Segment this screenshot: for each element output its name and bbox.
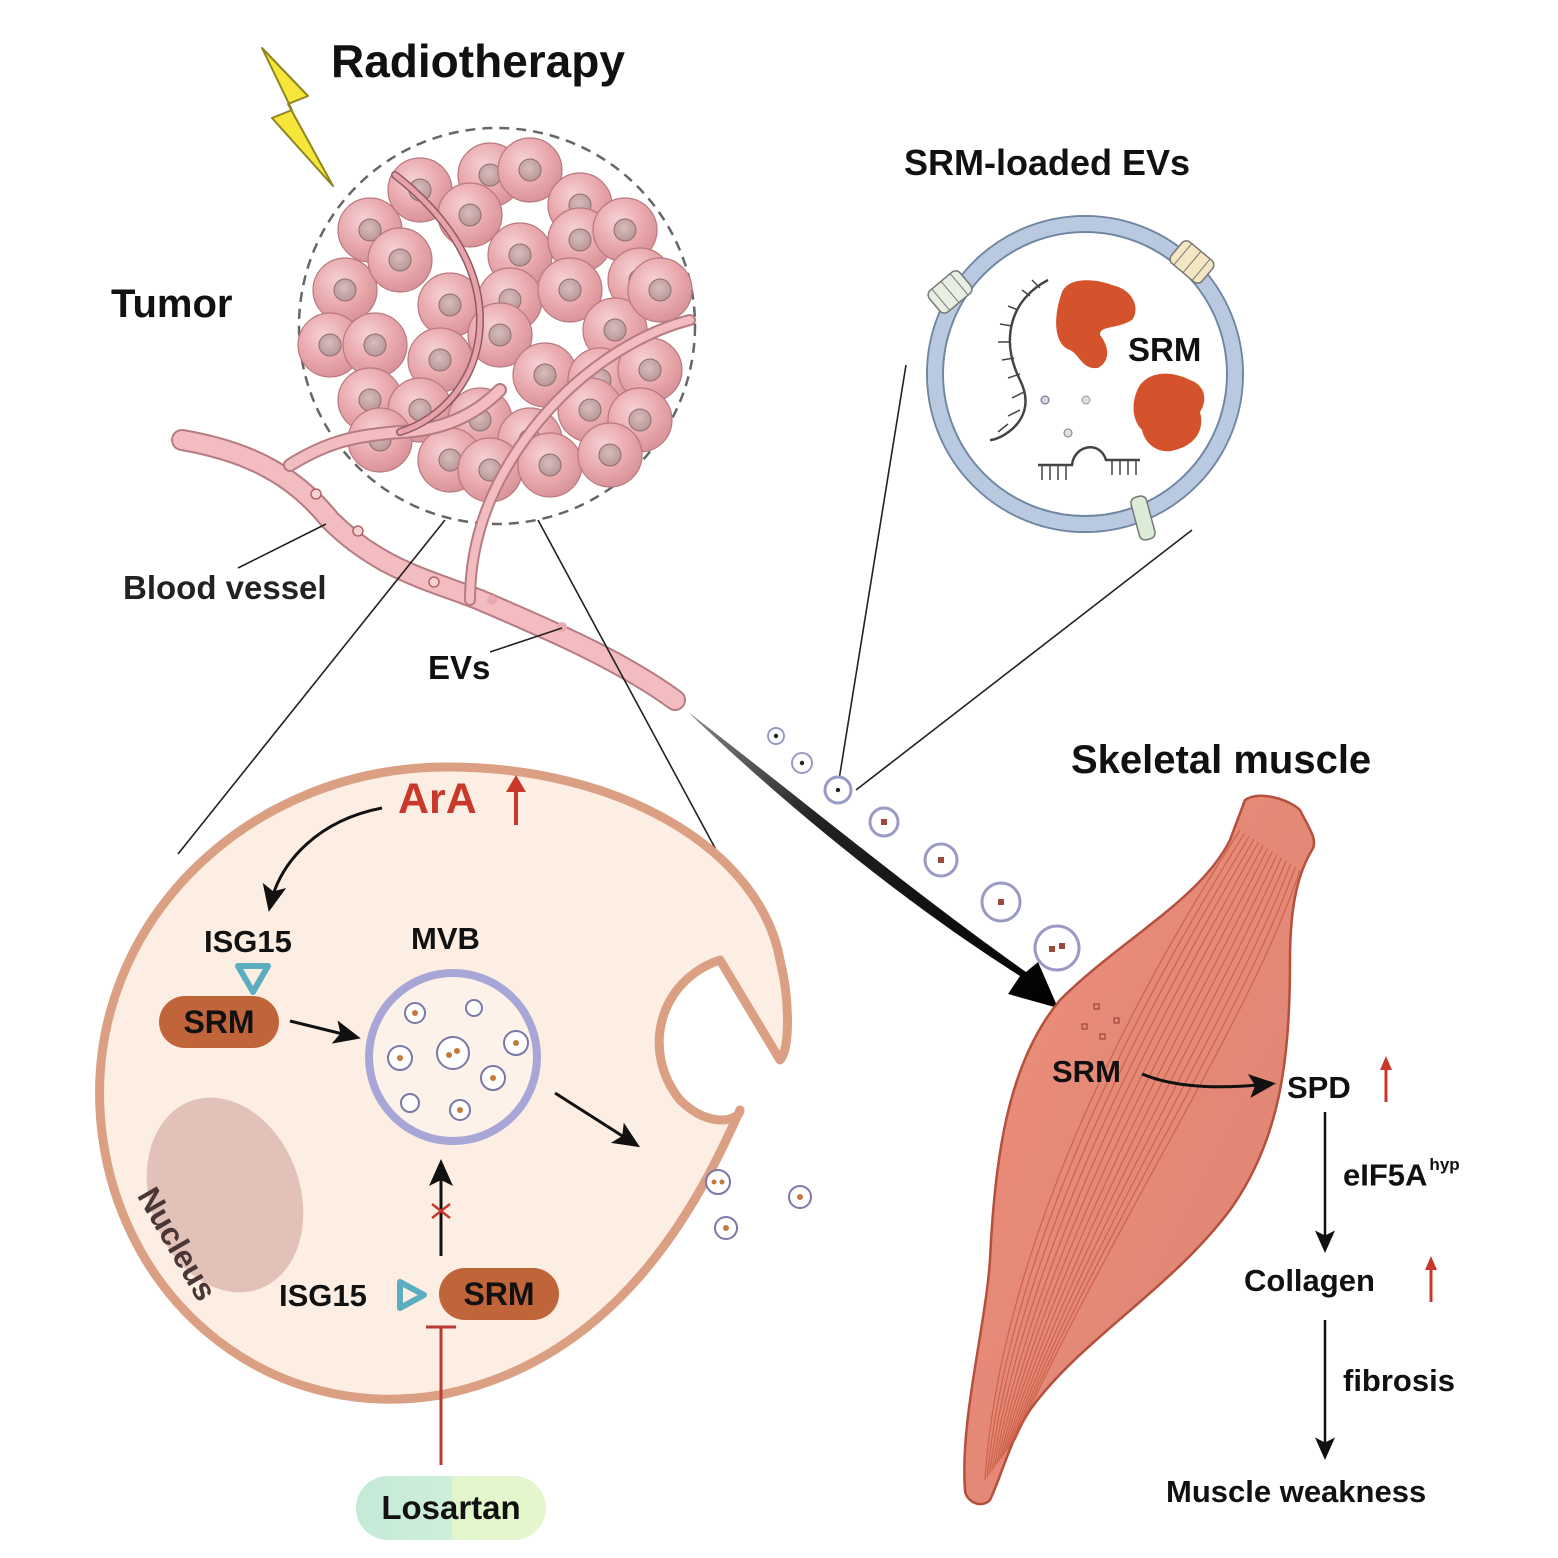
ara-to-isg15-arrow — [262, 806, 383, 912]
leader-lines — [177, 364, 1193, 886]
tumor-cell-icon — [497, 137, 563, 203]
label-ev-srm: SRM — [1128, 331, 1202, 368]
nucleus — [146, 1097, 304, 1293]
eif5a-superscript: hyp — [1429, 1155, 1460, 1174]
label-collagen: Collagen — [1244, 1263, 1375, 1298]
label-isg15-bottom: ISG15 — [279, 1278, 367, 1313]
blood-vessel — [171, 171, 696, 711]
intraluminal-vesicle-icon — [503, 1030, 529, 1056]
tumor-cell-icon — [417, 272, 483, 338]
tumor-cell-icon — [627, 257, 693, 323]
tumor-cell-icon — [617, 337, 683, 403]
skeletal-muscle — [963, 794, 1316, 1506]
blocked-x-icon — [431, 1203, 451, 1219]
tumor-cell-icon — [312, 257, 378, 323]
tumor-cell-icon — [577, 422, 643, 488]
tumor-cell-icon — [537, 257, 603, 323]
released-ev-icon — [788, 1185, 812, 1209]
intraluminal-vesicle-icon — [465, 999, 483, 1017]
isg15-triangle-icon — [397, 1279, 427, 1311]
released-ev-icon — [705, 1169, 731, 1195]
isg15-triangle-icon — [235, 963, 271, 995]
intraluminal-vesicle-icon — [387, 1045, 413, 1071]
tumor-cell-icon — [437, 182, 503, 248]
losartan-badge: Losartan — [356, 1476, 546, 1540]
label-mvb: MVB — [411, 921, 480, 956]
membrane-protein-icon — [1130, 495, 1156, 541]
eif5a-text: eIF5A — [1343, 1157, 1428, 1193]
srm-pill-top: SRM — [159, 996, 279, 1048]
intraluminal-vesicle-icon — [480, 1065, 506, 1091]
ev-vesicle-icon — [1033, 924, 1081, 972]
lightning-icon — [261, 47, 334, 187]
ev-vesicle-icon — [823, 775, 853, 805]
srm-protein-icon — [1056, 280, 1136, 369]
srm-pill-bottom: SRM — [439, 1268, 559, 1320]
tumor-cell-icon — [342, 312, 408, 378]
label-evs: EVs — [428, 649, 491, 686]
tumor-cell-icon — [297, 312, 363, 378]
membrane-protein-icon — [927, 270, 973, 314]
tumor-cell-cluster — [297, 137, 693, 503]
rna-hairpin-icon — [1038, 446, 1140, 467]
losartan-inhibition-line — [426, 1325, 456, 1465]
membrane-protein-icon — [1169, 240, 1215, 284]
transport-arrow — [688, 712, 1058, 1008]
srm-protein-icon — [1133, 373, 1205, 452]
ev-vesicle-icon — [767, 727, 785, 745]
intraluminal-vesicle-icon — [449, 1099, 471, 1121]
traveling-evs — [767, 727, 1081, 972]
spd-up-arrow-icon — [1380, 1056, 1392, 1102]
label-skeletal-muscle: Skeletal muscle — [1071, 738, 1372, 782]
label-ara: ArA — [398, 775, 477, 823]
label-muscle-srm: SRM — [1052, 1054, 1121, 1089]
label-muscle-weakness: Muscle weakness — [1166, 1474, 1427, 1509]
collagen-up-arrow-icon — [1425, 1256, 1437, 1302]
ara-up-arrow-icon — [506, 775, 526, 825]
label-fibrosis: fibrosis — [1343, 1363, 1455, 1398]
intraluminal-vesicle-icon — [436, 1036, 470, 1070]
ev-vesicle-icon — [980, 881, 1022, 923]
rna-strand-icon — [989, 278, 1049, 442]
label-blood-vessel: Blood vessel — [123, 569, 327, 606]
intraluminal-vesicle-icon — [400, 1093, 420, 1113]
srm-to-spd-arrow — [1141, 1072, 1276, 1099]
label-spd: SPD — [1287, 1070, 1351, 1105]
tumor-cell-icon — [367, 227, 433, 293]
intraluminal-vesicle-icon — [404, 1002, 426, 1024]
tumor-cell-icon — [592, 197, 658, 263]
ev-vesicle-icon — [868, 806, 900, 838]
ev-vesicle-icon — [791, 752, 813, 774]
title-radiotherapy: Radiotherapy — [331, 35, 625, 87]
released-ev-icon — [714, 1216, 738, 1240]
srm-loaded-ev — [926, 215, 1244, 541]
mvb-to-membrane-arrow — [554, 1091, 641, 1148]
tumor-boundary — [297, 126, 697, 526]
label-srm-loaded-evs: SRM-loaded EVs — [904, 142, 1191, 183]
label-isg15-top: ISG15 — [204, 924, 292, 959]
tumor-cell-icon — [467, 302, 533, 368]
ev-vesicle-icon — [923, 842, 959, 878]
srm-to-mvb-arrow — [289, 1019, 361, 1044]
rna-bases-icon — [997, 279, 1041, 433]
label-tumor: Tumor — [111, 282, 233, 326]
